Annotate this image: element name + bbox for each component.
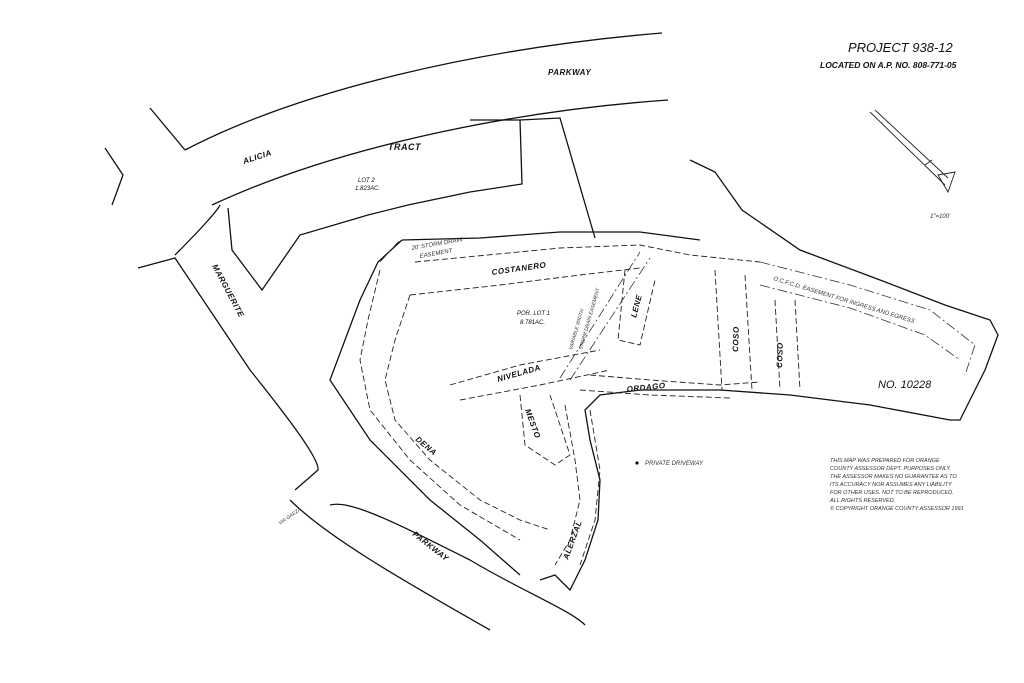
lot-1-boundary bbox=[329, 159, 999, 592]
disclaimer-line: COUNTY ASSESSOR DEPT. PURPOSES ONLY. bbox=[830, 466, 951, 472]
street-label-alerzal: ALERZAL bbox=[561, 519, 584, 561]
street-label-mesto: MESTO bbox=[523, 408, 542, 440]
disclaimer-line: FOR OTHER USES. NOT TO BE REPRODUCED. bbox=[830, 490, 954, 496]
ap-number: LOCATED ON A.P. NO. 808-771-05 bbox=[820, 60, 957, 70]
lot-1-label: POR. LOT 1 bbox=[517, 311, 550, 317]
street-label-coso-1: COSO bbox=[731, 326, 741, 352]
marguerite-road bbox=[137, 204, 586, 631]
parkway-top-road bbox=[104, 32, 669, 206]
scale-label: 1"=100' bbox=[930, 214, 951, 220]
disclaimer-line: ALL RIGHTS RESERVED. bbox=[829, 498, 895, 504]
lot-2-area: 1.823AC. bbox=[355, 186, 380, 192]
storm-drain-easements bbox=[379, 239, 651, 381]
lot-2-label: LOT 2 bbox=[358, 178, 375, 184]
private-driveway-marker-icon bbox=[635, 461, 639, 465]
project-title: PROJECT 938-12 bbox=[848, 40, 954, 55]
disclaimer-line: THIS MAP WAS PREPARED FOR ORANGE bbox=[830, 458, 940, 464]
street-label-alicia: ALICIA bbox=[241, 148, 273, 166]
street-label-parkway-bottom: PARKWAY bbox=[411, 529, 451, 563]
street-label-parkway-top: PARKWAY bbox=[548, 68, 591, 77]
disclaimer-line: © COPYRIGHT ORANGE COUNTY ASSESSOR 1991 bbox=[830, 505, 964, 512]
street-label-via-gaeza: VIA GAEZA bbox=[278, 506, 303, 526]
street-label-lene: LENE bbox=[629, 293, 644, 318]
street-label-ordago: ORDAGO bbox=[626, 381, 666, 394]
ocfcd-easement bbox=[759, 261, 976, 376]
street-label-marguerite: MARGUERITE bbox=[210, 263, 246, 319]
street-label-coso-2: COSO bbox=[775, 342, 785, 368]
disclaimer-line: THE ASSESSOR MAKES NO GUARANTEE AS TO bbox=[830, 474, 957, 480]
street-label-nivelada: NIVELADA bbox=[496, 363, 542, 384]
lot-2-boundary bbox=[227, 117, 596, 292]
interior-streets bbox=[359, 244, 801, 566]
street-label-costanero: COSTANERO bbox=[491, 260, 547, 277]
tract-number: NO. 10228 bbox=[878, 379, 932, 391]
private-driveway-label: PRIVATE DRIVEWAY bbox=[645, 461, 704, 467]
storm-drain-label-2: EASEMENT bbox=[419, 248, 454, 260]
tract-label: TRACT bbox=[388, 142, 422, 152]
disclaimer-block: THIS MAP WAS PREPARED FOR ORANGE COUNTY … bbox=[829, 458, 964, 512]
disclaimer-line: ITS ACCURACY NOR ASSUMES ANY LIABILITY bbox=[830, 482, 952, 488]
lot-1-area: 8.781AC. bbox=[520, 320, 545, 326]
north-arrow-icon bbox=[869, 109, 956, 194]
